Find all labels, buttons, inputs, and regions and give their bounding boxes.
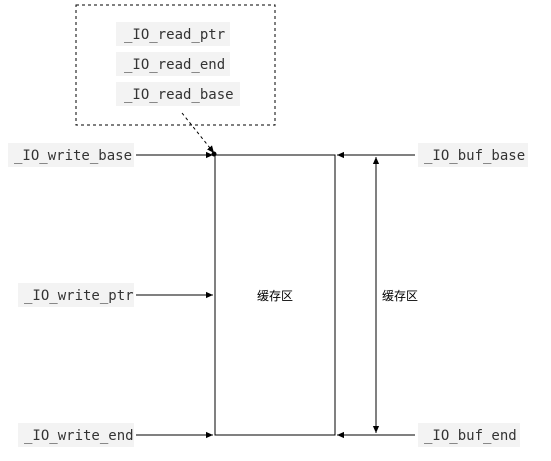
svg-text:_IO_read_base: _IO_read_base (124, 87, 234, 103)
svg-text:_IO_read_ptr: _IO_read_ptr (124, 27, 225, 43)
read-pointers-group (75, 4, 276, 126)
svg-text:_IO_write_end: _IO_write_end (24, 428, 134, 444)
read-end-label: _IO_read_end (116, 52, 230, 76)
read-ptr-label: _IO_read_ptr (116, 22, 230, 46)
svg-text:_IO_read_end: _IO_read_end (124, 57, 225, 73)
write-end-label: _IO_write_end (18, 423, 134, 447)
read-group-arrow (181, 112, 215, 154)
svg-text:_IO_buf_end: _IO_buf_end (424, 428, 517, 444)
buffer-label: 缓存区 (257, 289, 293, 303)
svg-text:_IO_write_ptr: _IO_write_ptr (24, 288, 134, 304)
buffer-top-left-dot (211, 151, 217, 157)
buf-end-label: _IO_buf_end (418, 423, 520, 447)
write-base-label: _IO_write_base (8, 143, 134, 167)
buffer-span-label: 缓存区 (382, 289, 418, 303)
buffer-box (214, 154, 336, 436)
read-base-label: _IO_read_base (116, 82, 240, 106)
buf-base-label: _IO_buf_base (418, 143, 528, 167)
svg-text:_IO_buf_base: _IO_buf_base (424, 148, 525, 164)
svg-text:_IO_write_base: _IO_write_base (14, 148, 132, 164)
write-ptr-label: _IO_write_ptr (18, 283, 134, 307)
